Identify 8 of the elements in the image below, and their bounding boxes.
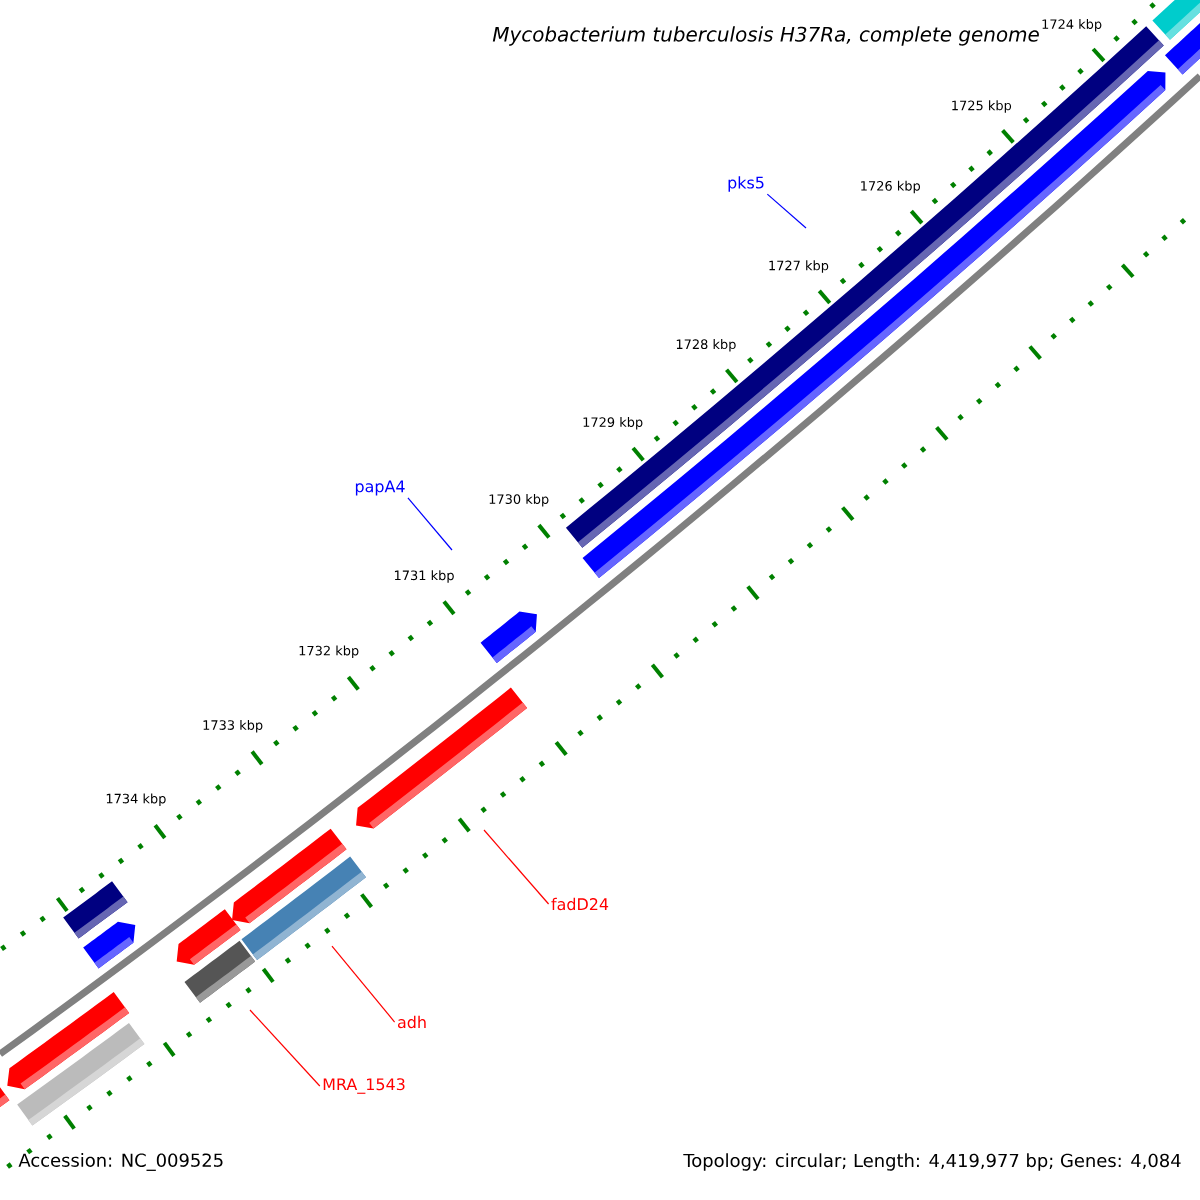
leader-line <box>766 193 807 229</box>
leader-line <box>249 1009 321 1087</box>
leader-line <box>483 829 550 905</box>
accession-text: Accession: NC_009525 <box>18 1153 223 1171</box>
leader-line <box>407 497 453 551</box>
genome-stats-text: Topology: circular; Length: 4,419,977 bp; Genes: 4,084 <box>683 1153 1181 1171</box>
leader-line <box>331 945 396 1023</box>
title: Mycobacterium tuberculosis H37Ra, complete genome <box>492 26 1039 46</box>
